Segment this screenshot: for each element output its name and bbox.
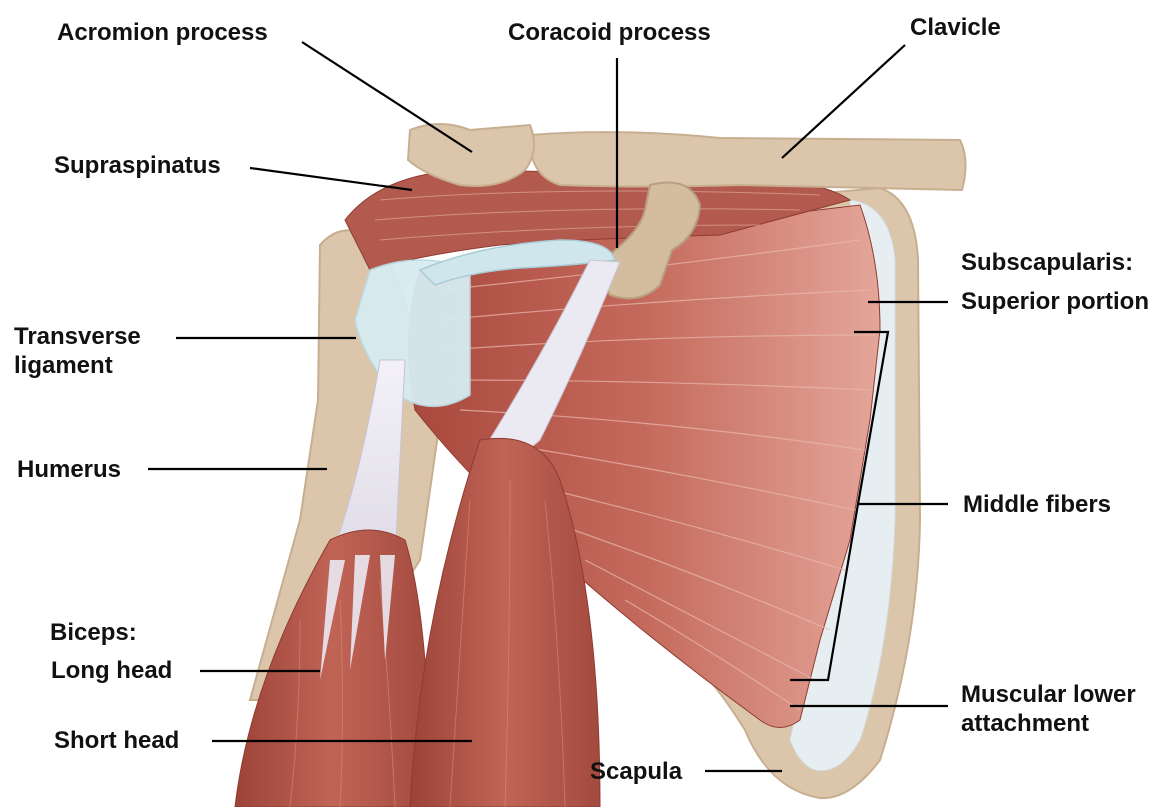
label-transverse-ligament: Transverse ligament — [14, 322, 141, 380]
label-muscular-lower-attachment: Muscular lower attachment — [961, 680, 1136, 738]
leader-supraspinatus — [250, 168, 412, 190]
label-subscapularis: Subscapularis: — [961, 248, 1133, 277]
label-supraspinatus: Supraspinatus — [54, 151, 221, 180]
label-long-head: Long head — [51, 656, 172, 685]
label-humerus: Humerus — [17, 455, 121, 484]
label-muscular-lower-line1: Muscular lower — [961, 680, 1136, 709]
label-muscular-lower-line2: attachment — [961, 709, 1136, 738]
label-superior-portion: Superior portion — [961, 287, 1149, 316]
label-short-head: Short head — [54, 726, 179, 755]
label-biceps: Biceps: — [50, 618, 137, 647]
clavicle-bone — [530, 132, 966, 190]
label-coracoid-process: Coracoid process — [508, 18, 711, 47]
label-transverse-line1: Transverse — [14, 322, 141, 351]
label-scapula: Scapula — [590, 757, 682, 786]
label-clavicle: Clavicle — [910, 13, 1001, 42]
label-middle-fibers: Middle fibers — [963, 490, 1111, 519]
leader-acromion — [302, 42, 472, 152]
label-transverse-line2: ligament — [14, 351, 141, 380]
label-acromion-process: Acromion process — [57, 18, 268, 47]
